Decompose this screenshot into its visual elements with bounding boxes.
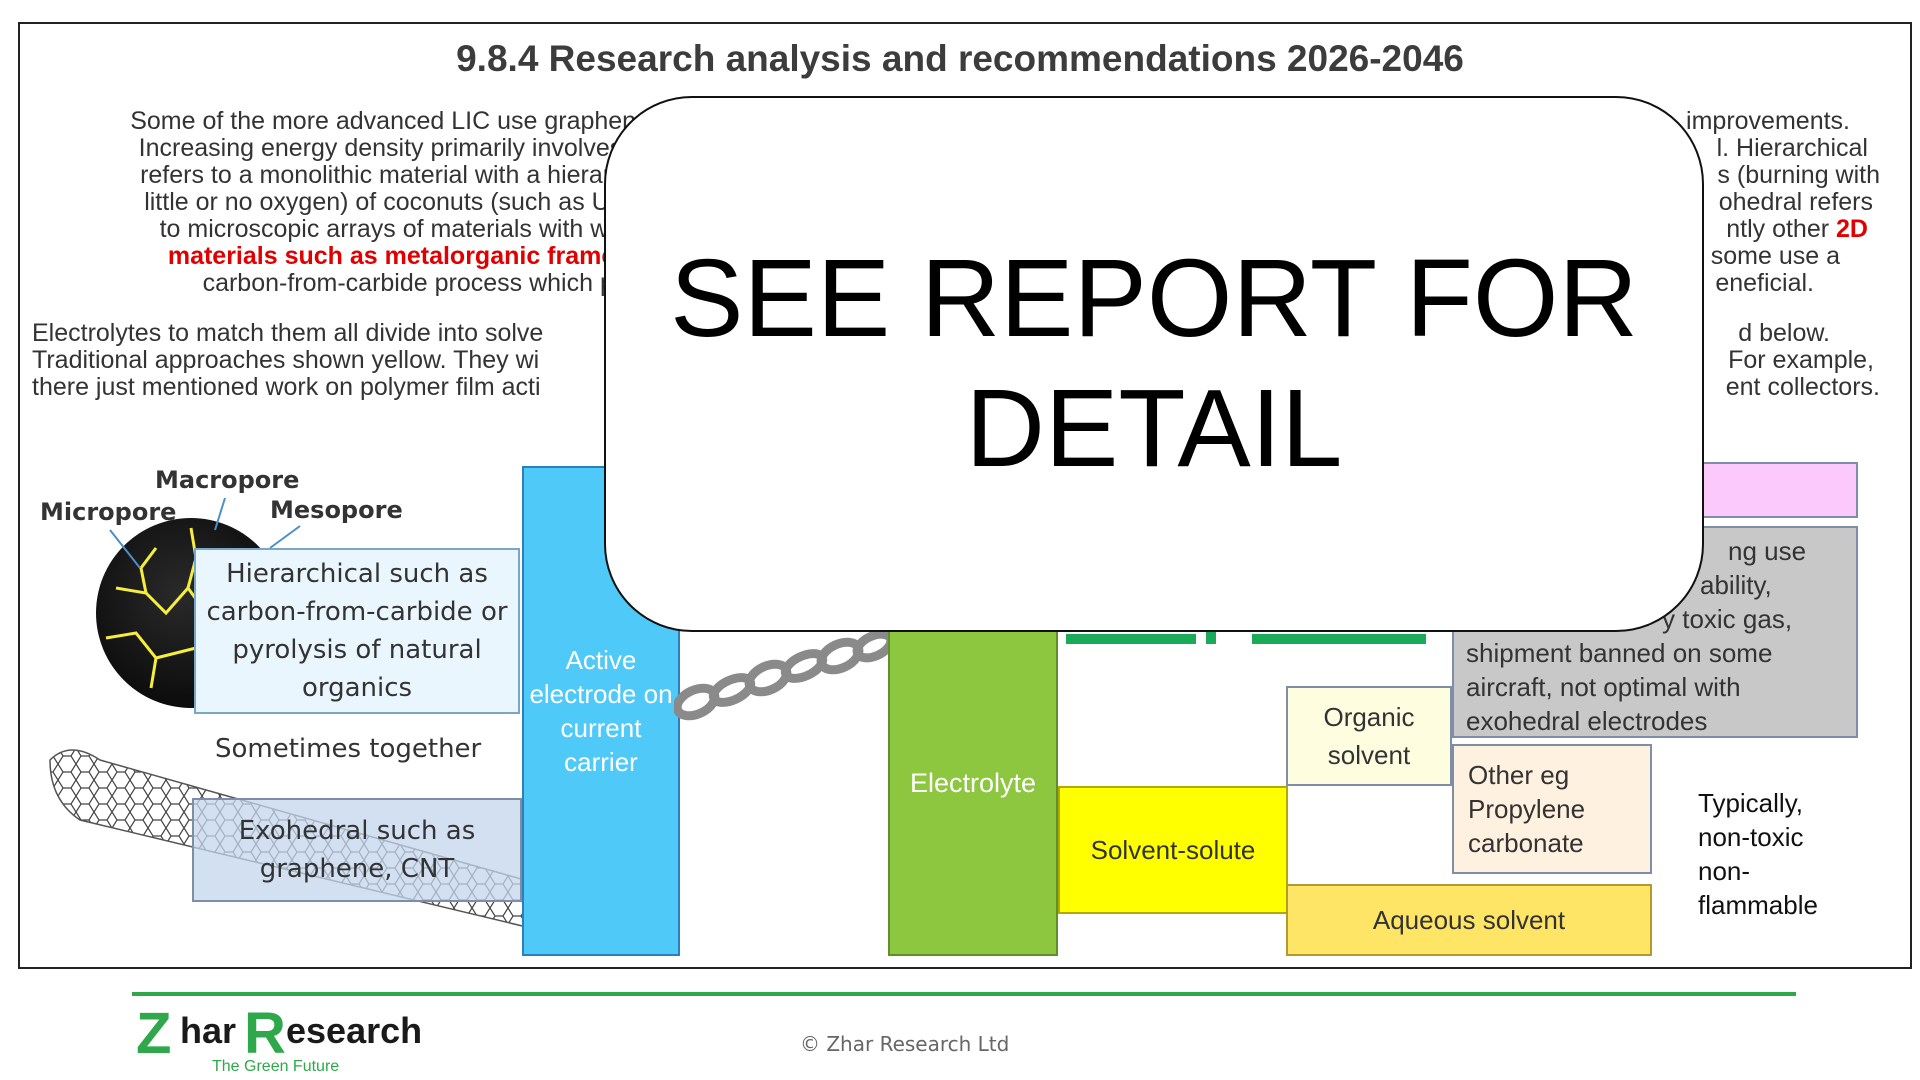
logo-esearch: esearch bbox=[286, 1010, 423, 1051]
p1-right-fragment: s (burning with bbox=[1717, 161, 1880, 189]
grey-line: y toxic gas, bbox=[1662, 604, 1793, 634]
p1-line: to microscopic arrays of materials with … bbox=[159, 215, 650, 243]
grey-line: ability, bbox=[1700, 570, 1772, 600]
other-solvent-box: Other eg Propylene carbonate bbox=[1452, 744, 1652, 874]
p1-line-red: materials such as metalorganic framewo bbox=[167, 242, 650, 270]
solvent-solute-box: Solvent-solute bbox=[1058, 786, 1288, 914]
p1-line: Increasing energy density primarily invo… bbox=[138, 134, 650, 162]
p2-line: Electrolytes to match them all divide in… bbox=[32, 319, 544, 347]
see-report-overlay: SEE REPORT FOR DETAIL bbox=[604, 96, 1704, 632]
green-bar-fragments bbox=[1066, 630, 1426, 644]
pink-box bbox=[1696, 462, 1858, 518]
exohedral-box: Exohedral such as graphene, CNT bbox=[192, 798, 522, 902]
p1-right-fragment: ntly other bbox=[1726, 215, 1830, 243]
mesopore-label: Mesopore bbox=[270, 496, 403, 524]
typically-line: non-toxic bbox=[1698, 822, 1804, 852]
p1-line: refers to a monolithic material with a h… bbox=[140, 161, 650, 189]
p1-line: carbon-from-carbide process which prod bbox=[202, 269, 650, 297]
typically-note: Typically, non-toxic non- flammable bbox=[1698, 786, 1818, 922]
p2-line: Traditional approaches shown yellow. The… bbox=[32, 346, 540, 374]
grey-line: exohedral electrodes bbox=[1466, 706, 1708, 736]
electrolyte-bar: Electrolyte bbox=[888, 610, 1058, 956]
paragraph-2-left: Electrolytes to match them all divide in… bbox=[32, 320, 632, 401]
p1-right-fragment: some use a bbox=[1710, 242, 1840, 270]
copyright: © Zhar Research Ltd bbox=[800, 1032, 1010, 1056]
paragraph-1-left: Some of the more advanced LIC use graphe… bbox=[30, 108, 650, 297]
p1-right-fragment: improvements. bbox=[1686, 107, 1850, 135]
organic-solvent-box: Organic solvent bbox=[1286, 686, 1452, 786]
p1-right-fragment: l. Hierarchical bbox=[1716, 134, 1868, 162]
grey-line: shipment banned on some bbox=[1466, 638, 1773, 668]
grey-line: ng use bbox=[1728, 536, 1807, 566]
p1-right-fragment: eneficial. bbox=[1715, 269, 1814, 297]
pore-pointer-lines bbox=[109, 497, 301, 569]
p1-right-fragment: ohedral refers bbox=[1718, 188, 1873, 216]
typically-line: flammable bbox=[1698, 890, 1818, 920]
p2-line: there just mentioned work on polymer fil… bbox=[32, 373, 541, 401]
p2-right-fragment: For example, bbox=[1728, 346, 1874, 374]
micropore-label: Micropore bbox=[40, 498, 177, 526]
footer-rule bbox=[132, 992, 1796, 996]
hierarchical-box: Hierarchical such as carbon-from-carbide… bbox=[194, 548, 520, 714]
typically-line: non- bbox=[1698, 856, 1751, 886]
macropore-label: Macropore bbox=[155, 466, 300, 494]
logo-r: R bbox=[244, 1001, 286, 1066]
paragraph-1-right: improvements. l. Hierarchical s (burning… bbox=[1640, 108, 1880, 297]
paragraph-2-right: d below. For example, ent collectors. bbox=[1640, 320, 1880, 401]
p1-right-fragment-mixed: ntly other 2D bbox=[1640, 216, 1868, 243]
logo-tagline: The Green Future bbox=[212, 1058, 340, 1075]
grey-line: aircraft, not optimal with bbox=[1466, 672, 1741, 702]
p1-right-red: 2D bbox=[1836, 215, 1868, 243]
p1-line: Some of the more advanced LIC use graphe… bbox=[130, 107, 650, 135]
zhar-research-logo: Z har R esearch The Green Future bbox=[136, 1000, 436, 1076]
aqueous-solvent-box: Aqueous solvent bbox=[1286, 884, 1652, 956]
grey-info-box: ng use ability, y toxic gas, shipment ba… bbox=[1452, 526, 1858, 738]
p2-right-fragment: d below. bbox=[1738, 319, 1830, 347]
chain-link-icon bbox=[674, 632, 896, 721]
see-report-text: SEE REPORT FOR DETAIL bbox=[670, 237, 1638, 490]
sometimes-together-label: Sometimes together bbox=[215, 734, 482, 764]
logo-har: har bbox=[180, 1010, 237, 1051]
logo-z: Z bbox=[136, 1001, 172, 1066]
p2-right-fragment: ent collectors. bbox=[1725, 373, 1880, 401]
p1-line: little or no oxygen) of coconuts (such a… bbox=[144, 188, 650, 216]
typically-line: Typically, bbox=[1698, 788, 1803, 818]
slide-title: 9.8.4 Research analysis and recommendati… bbox=[456, 38, 1464, 79]
